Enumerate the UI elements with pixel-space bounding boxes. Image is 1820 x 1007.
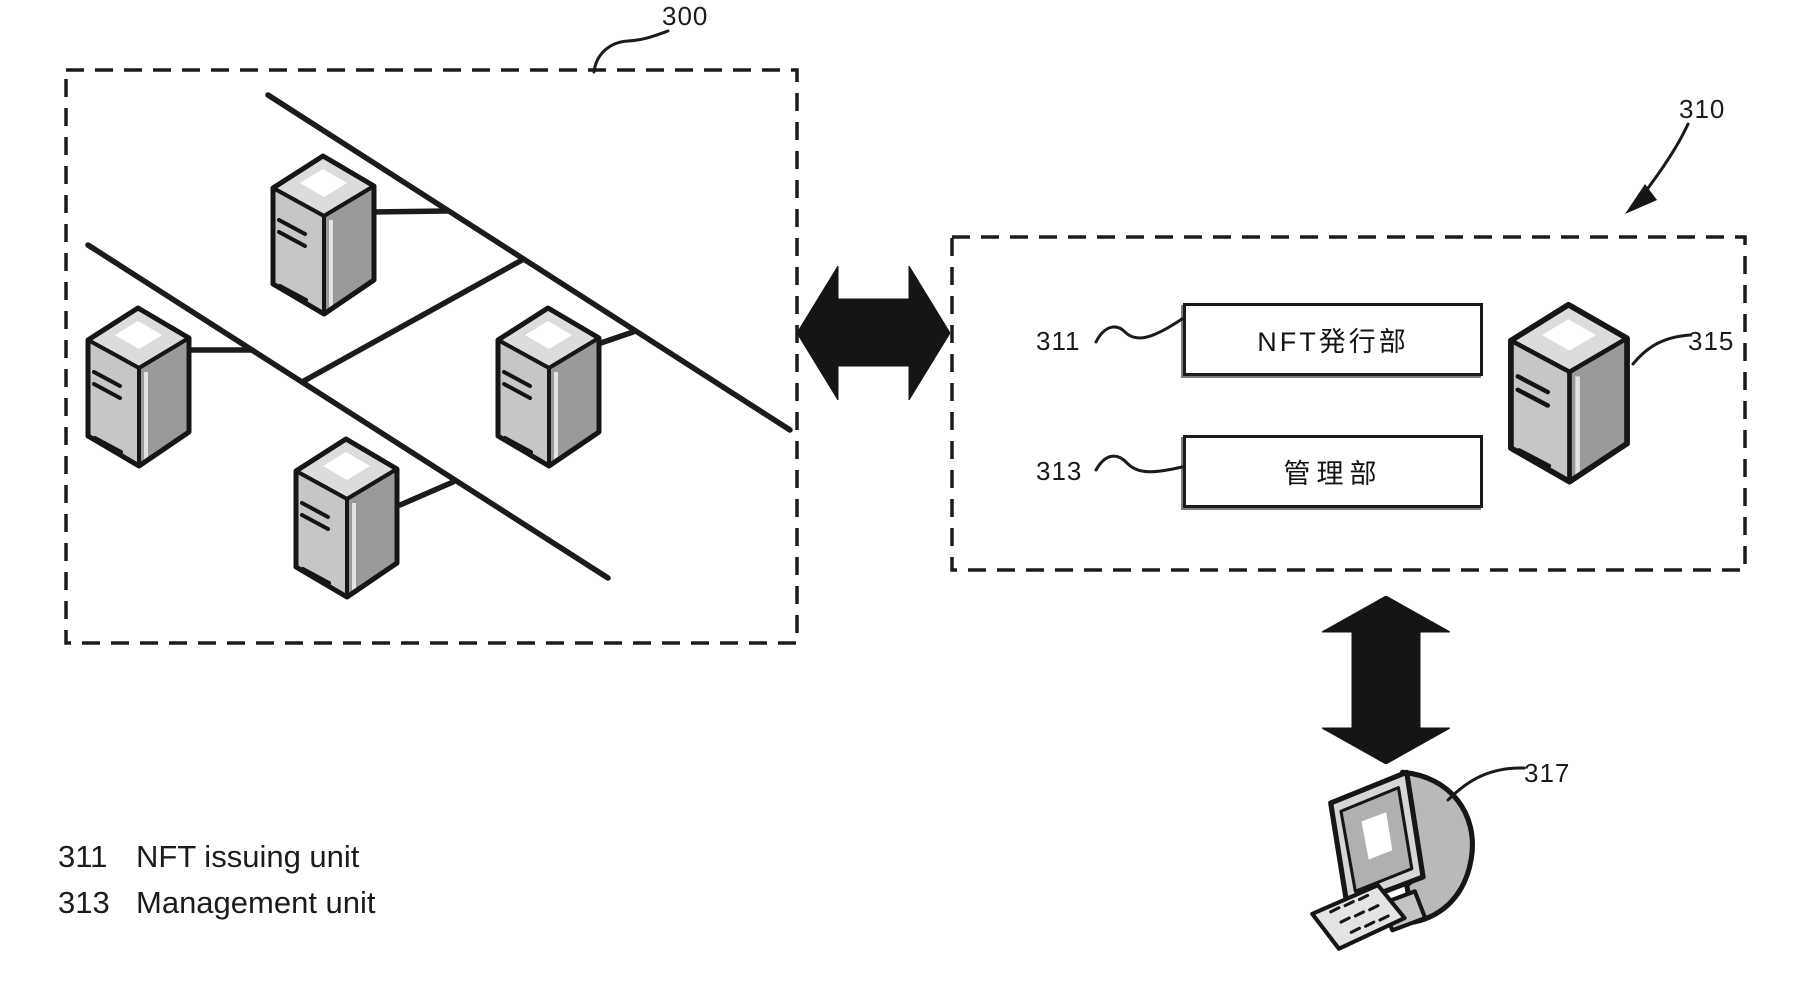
leader-line-315: [1631, 333, 1692, 366]
legend-item: 311 NFT issuing unit: [58, 834, 376, 880]
ref-317-label: 317: [1524, 758, 1571, 788]
management-unit-label: 管理部: [1283, 459, 1383, 489]
leader-line-311: [1094, 317, 1184, 344]
leader-line-300: [592, 29, 670, 74]
keyboard-keys: [1329, 893, 1390, 934]
nft-issuing-unit-label: NFT発行部: [1257, 327, 1409, 357]
server-tower-icon: [296, 439, 397, 597]
reference-legend: 311 NFT issuing unit 313 Management unit: [58, 834, 376, 926]
server-tower-icon: [88, 308, 189, 466]
ref-310-label: 310: [1679, 94, 1726, 124]
nft-issuing-unit-box: NFT発行部: [1183, 303, 1483, 376]
leader-arrow-310: [1625, 122, 1690, 214]
legend-ref-311: 311: [58, 839, 108, 874]
network-lines: [85, 92, 793, 581]
legend-ref-313: 313: [58, 885, 110, 920]
ref-315-label: 315: [1688, 326, 1735, 356]
leader-line-317: [1446, 766, 1526, 802]
blockchain-network-box: [64, 68, 799, 645]
server-tower-icon: [1504, 298, 1636, 490]
ref-300-label: 300: [662, 1, 709, 31]
leader-line-313: [1094, 454, 1184, 474]
legend-label-311: NFT issuing unit: [136, 839, 360, 874]
management-unit-box: 管理部: [1183, 435, 1483, 508]
legend-item: 313 Management unit: [58, 880, 376, 926]
double-arrow-horizontal-icon: [797, 266, 950, 400]
ref-311-label: 311: [1036, 326, 1081, 356]
server-tower-icon: [273, 156, 374, 314]
desktop-computer-icon: [1310, 769, 1475, 951]
server-tower-icon: [498, 308, 599, 466]
double-arrow-vertical-icon: [1322, 596, 1450, 764]
ref-313-label: 313: [1036, 456, 1083, 486]
legend-label-313: Management unit: [136, 885, 376, 920]
platform-box: [950, 235, 1747, 572]
network-diagram: [85, 92, 793, 640]
